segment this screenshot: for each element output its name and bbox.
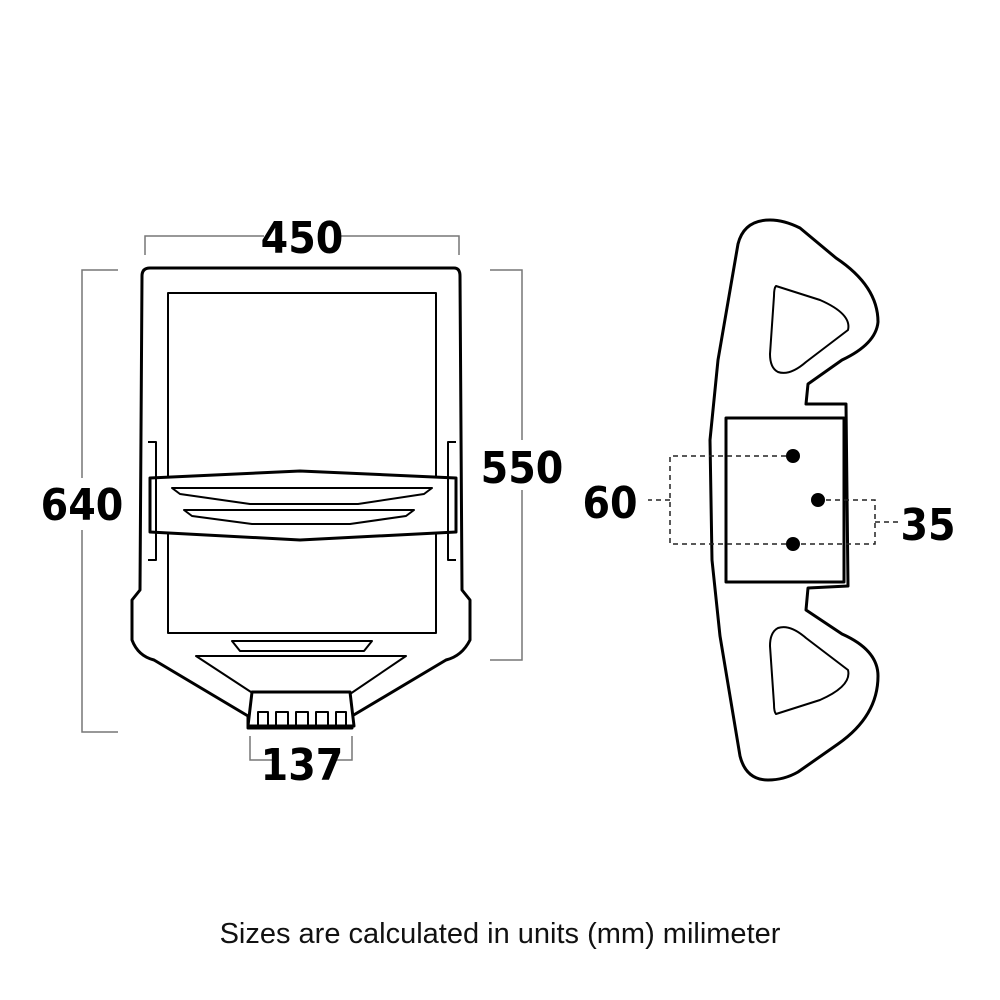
- dim-height-640: 640: [41, 269, 124, 733]
- mount-hole-middle: [811, 493, 825, 507]
- bracket-teeth: [257, 711, 347, 726]
- dim-width-450: 450: [144, 213, 460, 264]
- side-upper-recess: [769, 285, 850, 374]
- mount-hole-bottom: [786, 537, 800, 551]
- lumbar-groove-2: [183, 509, 415, 525]
- dim-height-550: 550: [481, 269, 564, 661]
- dim-label-mount-horizontal: 35: [900, 500, 955, 551]
- dim-label-bracket: 137: [261, 740, 344, 791]
- dim-label-mount-vertical: 60: [582, 478, 637, 529]
- side-mount-plate: [724, 416, 846, 584]
- dim-mount-60: 60: [582, 455, 786, 545]
- dim-label-height-back: 550: [481, 443, 564, 494]
- lumbar-rail-right: [447, 441, 456, 561]
- front-mesh-panel: [167, 292, 437, 634]
- base-plate: [195, 655, 407, 695]
- front-view-drawing: [130, 266, 472, 730]
- lumbar-rail-left: [148, 441, 157, 561]
- front-frame-outline: [130, 266, 472, 730]
- lumbar-groove-1: [171, 487, 433, 505]
- side-lower-recess: [769, 626, 850, 715]
- lumbar-support-bar: [148, 469, 458, 542]
- mount-bracket: [246, 690, 356, 728]
- dim-bracket-137: 137: [249, 736, 353, 791]
- side-view-drawing: [708, 218, 880, 782]
- dim-mount-35: 35: [800, 499, 956, 551]
- mount-hole-top: [786, 449, 800, 463]
- dim-label-height-total: 640: [41, 480, 124, 531]
- side-profile-outline: [708, 218, 880, 782]
- units-caption: Sizes are calculated in units (mm) milim…: [219, 918, 781, 950]
- lower-slot: [231, 640, 373, 652]
- dim-label-width: 450: [261, 213, 344, 264]
